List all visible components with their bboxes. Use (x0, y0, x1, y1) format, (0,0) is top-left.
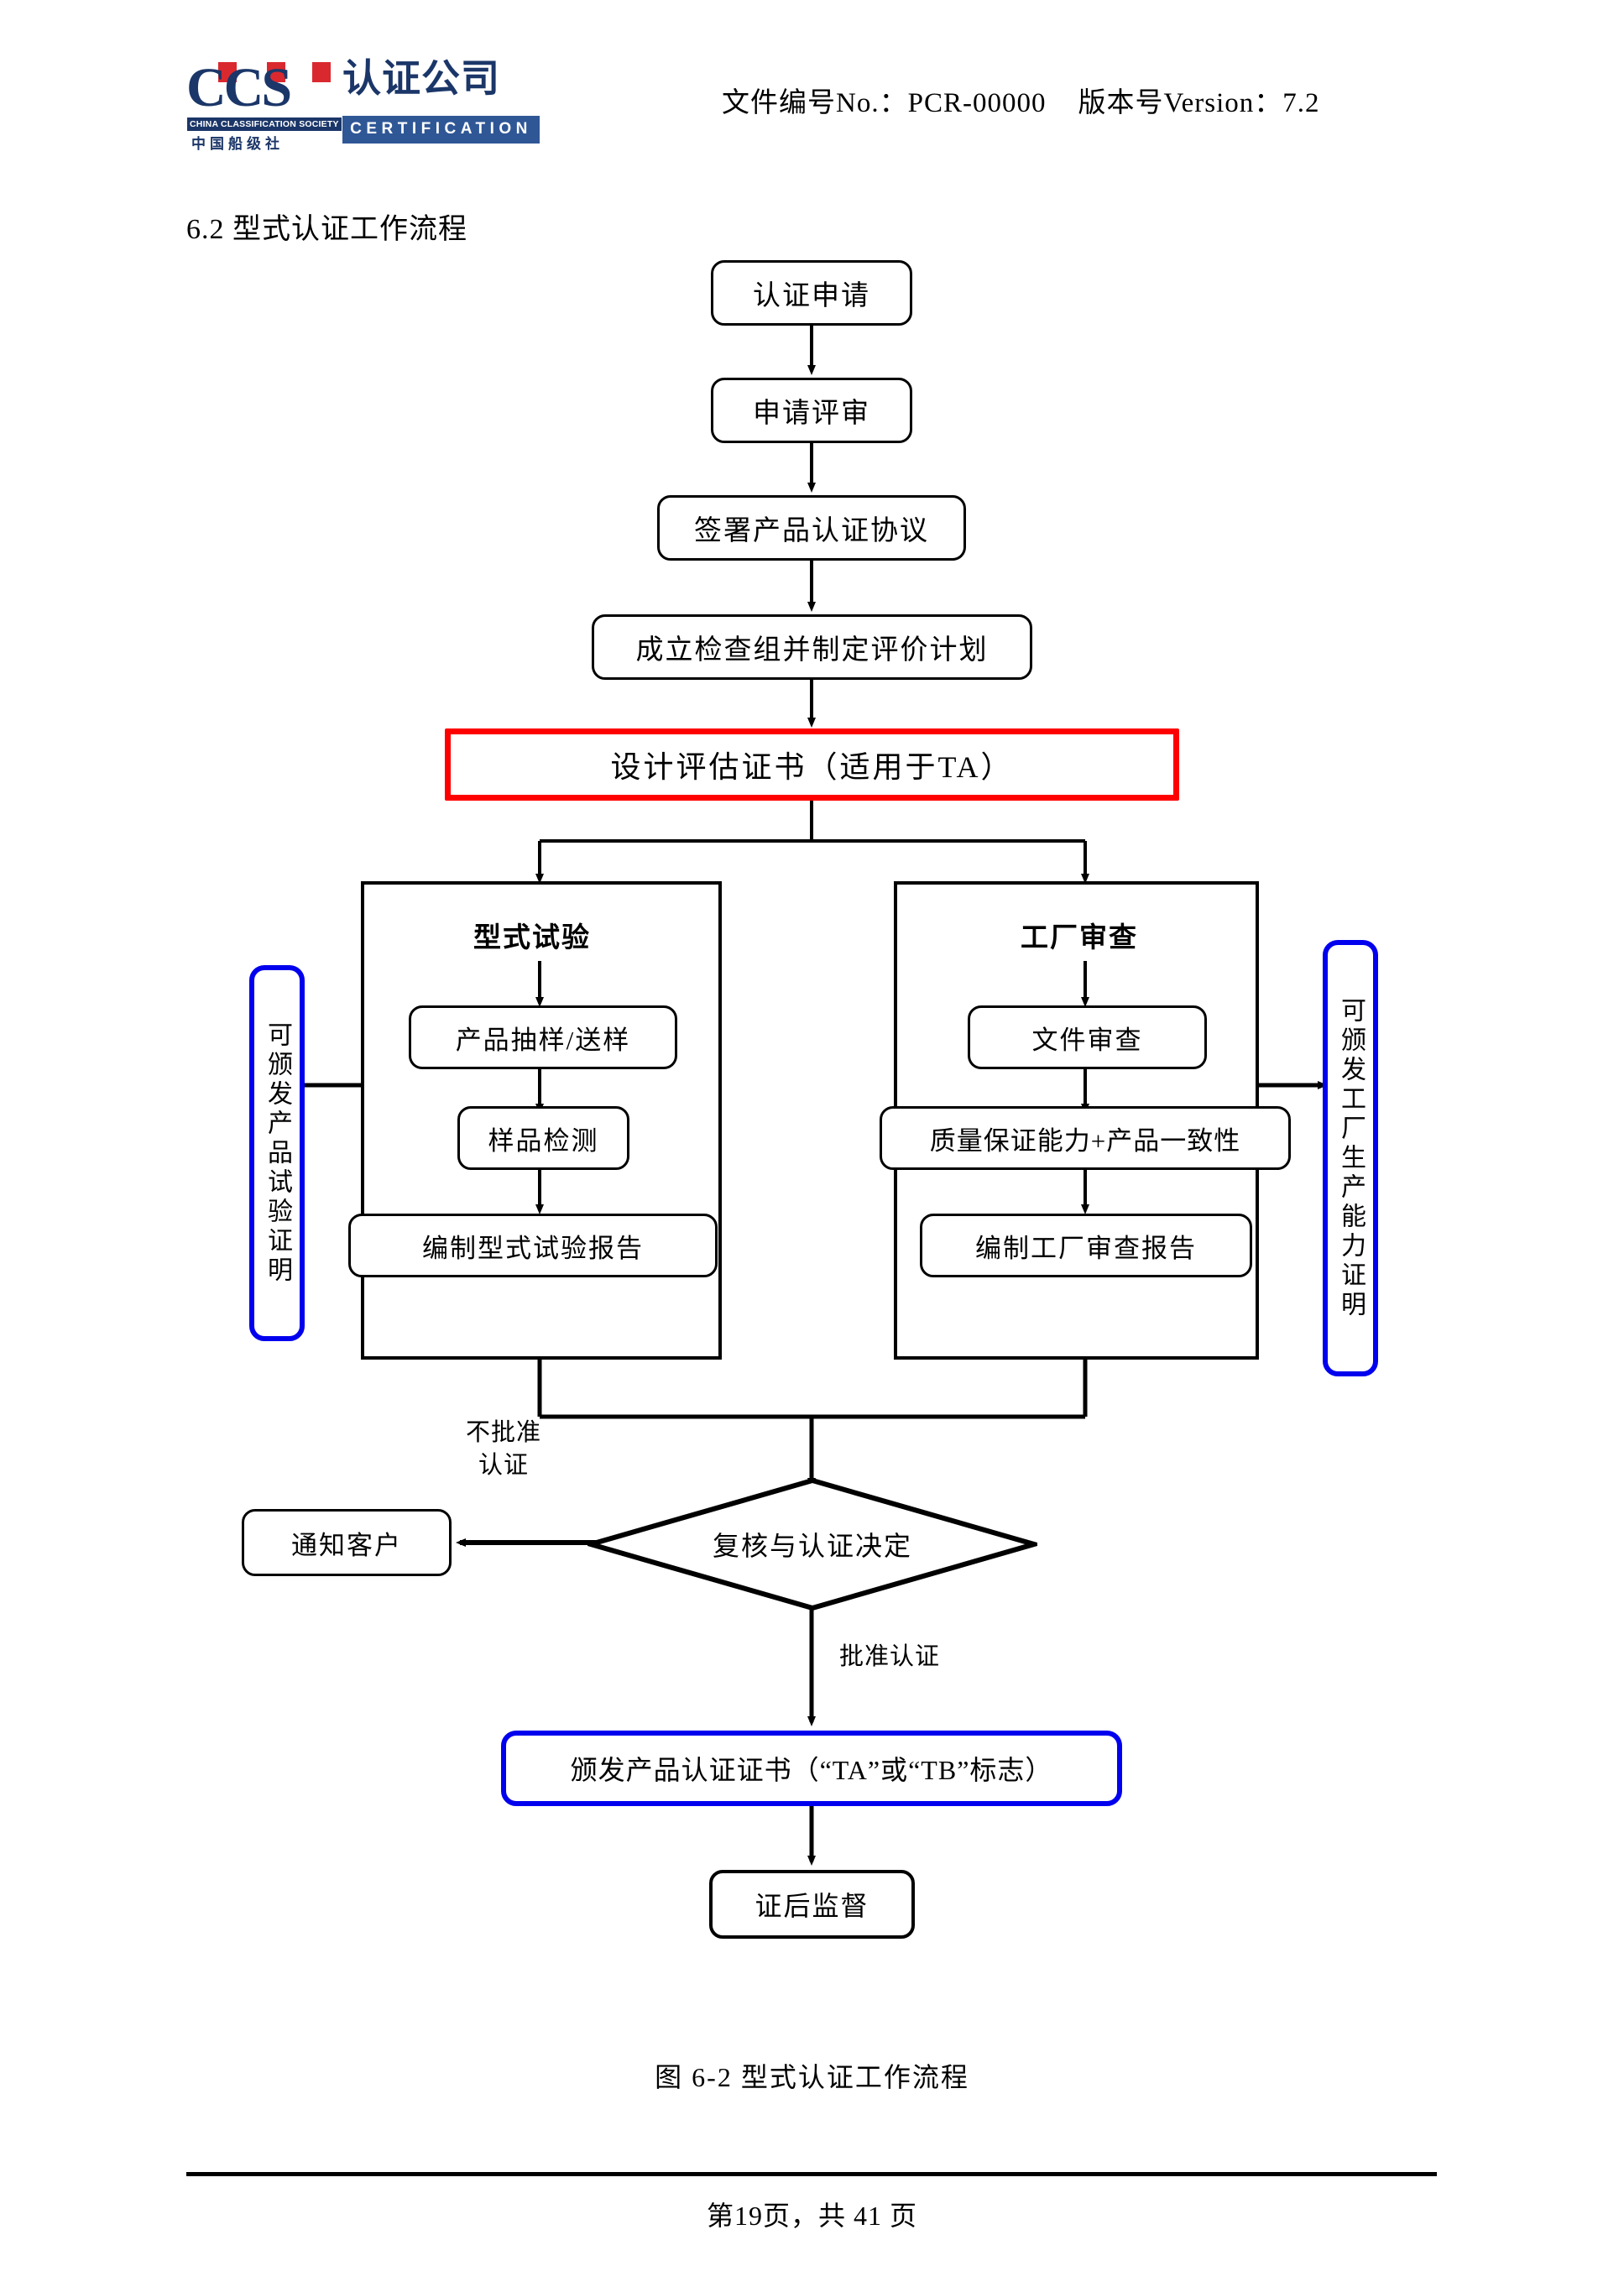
edge-label-reject-line2: 认证 (478, 1452, 529, 1480)
version-value: 7.2 (1282, 88, 1320, 118)
doc-number-label: 文件编号No.： (722, 88, 908, 118)
header-document-meta: 文件编号No.：PCR-00000 版本号Version：7.2 (722, 80, 1320, 120)
logo-chinese-title: 认证公司 (342, 55, 500, 101)
logo-red-accent-1 (218, 62, 237, 82)
note-product-test-certificate-issuable: 可颁发产品试验证明 (249, 965, 305, 1341)
note-product-test-certificate-text: 可颁发产品试验证明 (264, 1021, 291, 1286)
edge-label-reject: 不批准 认证 (436, 1417, 571, 1482)
footer-page-number: 第19页，共 41 页 (706, 2201, 917, 2231)
edge-label-reject-line1: 不批准 (465, 1419, 541, 1446)
logo-chinese-subtitle: 中国船级社 (191, 136, 284, 153)
node-sign-agreement[interactable]: 签署产品认证协议 (657, 495, 966, 561)
logo-certification-band: CERTIFICATION (342, 116, 540, 144)
node-review-and-decision-label: 复核与认证决定 (712, 1531, 912, 1561)
node-application-review[interactable]: 申请评审 (711, 378, 912, 443)
logo-ccs-letters: CCS (186, 57, 292, 118)
doc-number-value: PCR-00000 (907, 88, 1047, 118)
note-factory-capability-certificate-issuable: 可颁发工厂生产能力证明 (1323, 940, 1378, 1376)
logo-red-accent-2 (267, 62, 285, 82)
node-form-inspection-team[interactable]: 成立检查组并制定评价计划 (592, 614, 1032, 680)
node-issue-product-certificate[interactable]: 颁发产品认证证书（“TA”或“TB”标志） (501, 1731, 1122, 1806)
logo-red-accent-3 (312, 62, 331, 82)
node-certification-application[interactable]: 认证申请 (711, 260, 912, 326)
flowchart: 认证申请 申请评审 签署产品认证协议 成立检查组并制定评价计划 设计评估证书（适… (0, 243, 1624, 1964)
section-heading: 6.2 型式认证工作流程 (186, 214, 467, 245)
note-factory-capability-certificate-text: 可颁发工厂生产能力证明 (1337, 996, 1365, 1320)
node-type-test-report[interactable]: 编制型式试验报告 (348, 1214, 718, 1277)
node-sample-testing[interactable]: 样品检测 (457, 1106, 629, 1170)
node-design-assessment-certificate[interactable]: 设计评估证书（适用于TA） (445, 728, 1179, 801)
group-title-type-test: 型式试验 (470, 915, 594, 955)
node-quality-and-consistency[interactable]: 质量保证能力+产品一致性 (880, 1106, 1291, 1170)
node-document-review[interactable]: 文件审查 (968, 1005, 1207, 1069)
version-label: 版本号Version： (1078, 88, 1283, 118)
node-product-sampling[interactable]: 产品抽样/送样 (409, 1005, 677, 1069)
group-title-factory-audit: 工厂审查 (1017, 915, 1141, 955)
figure-caption: 图 6-2 型式认证工作流程 (655, 2062, 969, 2092)
page-header: CCS CHINA CLASSIFICATION SOCIETY 中国船级社 认… (0, 0, 1624, 168)
logo-english-subtitle: CHINA CLASSIFICATION SOCIETY (187, 117, 342, 131)
flowchart-connectors (290, 323, 1328, 1866)
node-review-and-decision-shape[interactable] (587, 1477, 1037, 1611)
node-notify-client[interactable]: 通知客户 (242, 1509, 452, 1576)
edge-label-approve: 批准认证 (839, 1643, 941, 1670)
ccs-certification-logo: CCS CHINA CLASSIFICATION SOCIETY 中国船级社 认… (186, 55, 540, 153)
node-factory-audit-report[interactable]: 编制工厂审查报告 (920, 1214, 1252, 1277)
footer-divider (186, 2172, 1437, 2176)
node-post-certification-supervision[interactable]: 证后监督 (709, 1870, 915, 1939)
